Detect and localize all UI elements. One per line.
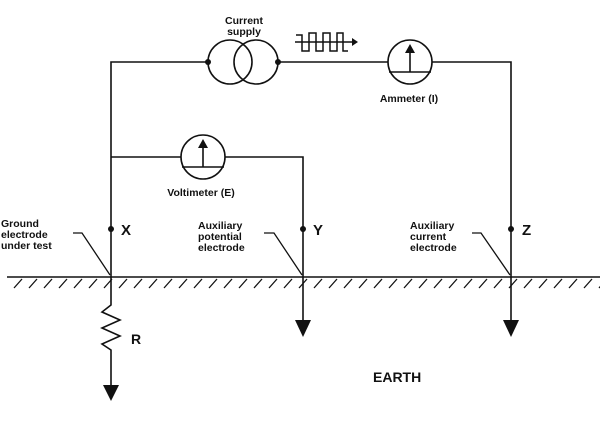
leader-line-x xyxy=(73,232,111,276)
hatch-mark xyxy=(328,278,338,289)
hatch-mark xyxy=(418,278,428,289)
hatch-mark xyxy=(28,278,38,289)
hatch-mark xyxy=(403,278,413,289)
terminal-y-label: Y xyxy=(313,222,323,239)
hatch-mark xyxy=(253,278,263,289)
leader-line-z xyxy=(472,232,511,276)
hatch-mark xyxy=(568,278,578,289)
current-supply-label: supply xyxy=(227,26,261,38)
electrode-x-label: Ground xyxy=(1,218,39,230)
hatch-mark xyxy=(283,278,293,289)
ammeter-symbol xyxy=(387,39,433,85)
hatch-mark xyxy=(523,278,533,289)
hatch-mark xyxy=(88,278,98,289)
leader-line-y xyxy=(264,232,303,276)
electrode-y-label: electrode xyxy=(198,242,245,254)
earth-arrow-y-icon xyxy=(295,320,311,337)
hatch-mark xyxy=(433,278,443,289)
ground-hatching xyxy=(13,278,600,289)
terminal-x-label: X xyxy=(121,222,131,239)
resistance-label: R xyxy=(131,331,141,347)
hatch-mark xyxy=(478,278,488,289)
earth-label: EARTH xyxy=(373,369,421,385)
hatch-mark xyxy=(313,278,323,289)
hatch-mark xyxy=(13,278,23,289)
hatch-mark xyxy=(553,278,563,289)
current-supply-label: Current xyxy=(225,15,263,27)
hatch-mark xyxy=(583,278,593,289)
current-supply-symbol xyxy=(207,39,279,85)
electrode-z-label: electrode xyxy=(410,242,457,254)
hatch-mark xyxy=(163,278,173,289)
electrode-z-label: current xyxy=(410,231,447,243)
voltmeter-symbol xyxy=(180,134,226,180)
hatch-mark xyxy=(58,278,68,289)
hatch-mark xyxy=(268,278,278,289)
earth-arrow-z-icon xyxy=(503,320,519,337)
terminal-x-dot xyxy=(108,226,114,232)
square-wave-icon xyxy=(295,32,352,52)
hatch-mark xyxy=(463,278,473,289)
electrode-z-label: Auxiliary xyxy=(410,220,455,232)
hatch-mark xyxy=(73,278,83,289)
hatch-mark xyxy=(178,278,188,289)
wire-voltmeter-to-y xyxy=(225,156,304,277)
hatch-mark xyxy=(388,278,398,289)
terminal-y-dot xyxy=(300,226,306,232)
electrode-x-label: electrode xyxy=(1,229,48,241)
hatch-mark xyxy=(493,278,503,289)
hatch-mark xyxy=(148,278,158,289)
voltmeter-needle-icon xyxy=(198,139,208,148)
voltmeter-label: Voltimeter (E) xyxy=(167,187,234,199)
electrode-y-label: potential xyxy=(198,231,242,243)
hatch-mark xyxy=(238,278,248,289)
earth-arrow-x-icon xyxy=(103,385,119,401)
hatch-mark xyxy=(133,278,143,289)
signal-arrow-icon xyxy=(352,38,358,46)
hatch-mark xyxy=(193,278,203,289)
hatch-mark xyxy=(343,278,353,289)
wire-top-left xyxy=(110,61,207,277)
hatch-mark xyxy=(448,278,458,289)
ammeter-needle-icon xyxy=(405,44,415,53)
junction-dot xyxy=(205,59,211,65)
hatch-mark xyxy=(358,278,368,289)
hatch-mark xyxy=(373,278,383,289)
hatch-mark xyxy=(538,278,548,289)
hatch-mark xyxy=(43,278,53,289)
hatch-mark xyxy=(208,278,218,289)
hatch-mark xyxy=(118,278,128,289)
terminal-z-dot xyxy=(508,226,514,232)
terminal-z-label: Z xyxy=(522,222,531,239)
ammeter-label: Ammeter (I) xyxy=(380,93,438,105)
resistor-symbol xyxy=(100,277,122,388)
hatch-mark xyxy=(223,278,233,289)
junction-dot xyxy=(275,59,281,65)
electrode-y-label: Auxiliary xyxy=(198,220,243,232)
wire-ammeter-to-z xyxy=(432,61,512,277)
electrode-x-label: under test xyxy=(1,240,52,252)
